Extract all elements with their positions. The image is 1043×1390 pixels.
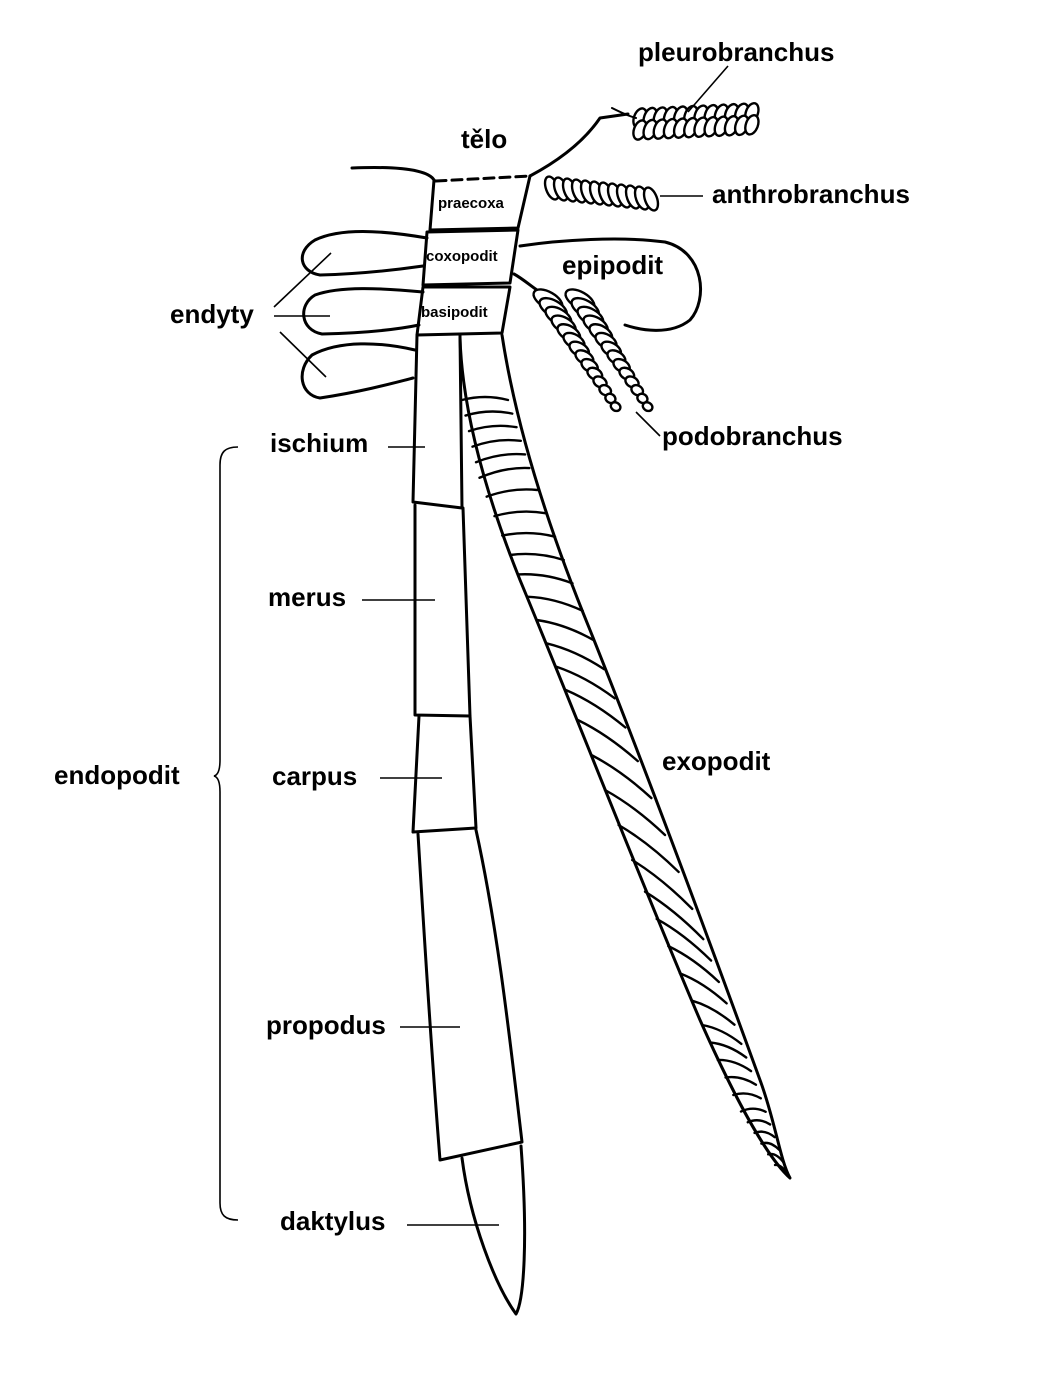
exopodit-segment-line [471, 438, 523, 448]
daktylus-segment [460, 1144, 527, 1316]
label-endopodit: endopodit [54, 760, 180, 790]
exopodit-segment-line [773, 1163, 790, 1177]
label-merus: merus [268, 582, 346, 612]
endite-1 [300, 230, 429, 277]
exopodit-segment-line [467, 424, 518, 433]
podobranchus-gill [532, 288, 654, 413]
exopodit-segment-line [516, 573, 574, 585]
label-pleurobranchus: pleurobranchus [638, 37, 834, 67]
basipodit-segment [415, 285, 512, 337]
exopodit-segment-line [643, 890, 705, 941]
gill-lamella [744, 114, 760, 136]
pleurobranch-stalk [611, 107, 637, 119]
label-daktylus: daktylus [280, 1206, 386, 1236]
exopodit-segment-line [701, 1023, 743, 1046]
exopodit-segment-line [554, 665, 616, 700]
body-outline-right [528, 112, 630, 178]
exopodit-segment-line [739, 1107, 767, 1114]
exopodit-segment-line [460, 395, 510, 402]
exopodit-segment-line [485, 488, 539, 498]
praecoxa-segment [428, 174, 532, 232]
exopodit-segment-line [753, 1130, 776, 1139]
exopodit-segment-line [525, 595, 584, 613]
exopodit-segment-line [746, 1119, 772, 1126]
exopodit-segment-line [690, 999, 736, 1026]
exopodit-segment-line [603, 788, 667, 837]
label-propodus: propodus [266, 1010, 386, 1040]
exopodit-segment-line [667, 944, 721, 984]
gill-lamella [641, 401, 654, 413]
body-outline [350, 166, 436, 182]
exopodit-segment-line [535, 618, 595, 642]
gill-lamella [636, 392, 649, 405]
exopodit-segment-line [590, 753, 653, 800]
anthrobranchus-gill [543, 175, 660, 212]
exopodit-segment-line [545, 642, 606, 671]
label-basipodit: basipodit [421, 304, 488, 321]
leader-endyty-1 [273, 252, 332, 308]
label-podobranchus: podobranchus [662, 421, 843, 451]
exopodit-segment-line [493, 510, 548, 518]
exopodit-segment-line [631, 858, 694, 911]
gill-lamella [642, 186, 660, 212]
label-telo: tělo [461, 124, 507, 154]
exopodit-segment-line [508, 552, 565, 562]
exopodit-segment-line [708, 1041, 748, 1059]
exopodit-segment-line [760, 1141, 781, 1151]
exopodit-segment-line [464, 410, 514, 417]
gill-lamella [609, 401, 622, 413]
ischium-segment [411, 333, 464, 510]
exopodit-segment-line [678, 972, 728, 1005]
exopodit-outline [458, 333, 792, 1180]
merus-segment [413, 503, 472, 718]
carpus-segment [411, 714, 478, 834]
exopodit-segments [460, 395, 790, 1177]
exopodit-segment-line [501, 531, 557, 538]
label-epipodit: epipodit [562, 250, 663, 280]
label-endyty: endyty [170, 299, 254, 329]
leader-endyty-3 [279, 331, 327, 378]
exopodit-segment-line [732, 1092, 763, 1100]
exopodit-segment-line [564, 688, 627, 729]
label-anthrobranchus: anthrobranchus [712, 179, 910, 209]
label-coxopodit: coxopodit [426, 248, 498, 265]
exopodit-segment-line [724, 1075, 758, 1086]
exopodit-segment-line [478, 466, 531, 479]
coxopodit-segment [421, 228, 520, 287]
epipodit-lobe [518, 237, 703, 332]
leader-podobranchus [635, 411, 661, 437]
gill-lamella [604, 392, 617, 405]
body-boundary-dashed [434, 174, 532, 183]
label-ischium: ischium [270, 428, 368, 458]
endite-3 [300, 342, 417, 400]
exopodit-segment-line [474, 452, 527, 464]
exopodit-segment-line [617, 823, 680, 874]
propodus-segment [416, 828, 524, 1162]
exopodit-segment-line [576, 718, 639, 763]
label-praecoxa: praecoxa [438, 195, 505, 212]
exopodit-segment-line [655, 917, 713, 962]
endopodit-brace [213, 446, 239, 1221]
leader-pleurobranchus [687, 65, 729, 113]
pleurobranchus-gill [632, 102, 760, 141]
exopodit-segment-line [766, 1152, 785, 1164]
endite-2 [302, 287, 425, 336]
exopodit-segment-line [716, 1058, 753, 1073]
label-carpus: carpus [272, 761, 357, 791]
label-exopodit: exopodit [662, 746, 771, 776]
